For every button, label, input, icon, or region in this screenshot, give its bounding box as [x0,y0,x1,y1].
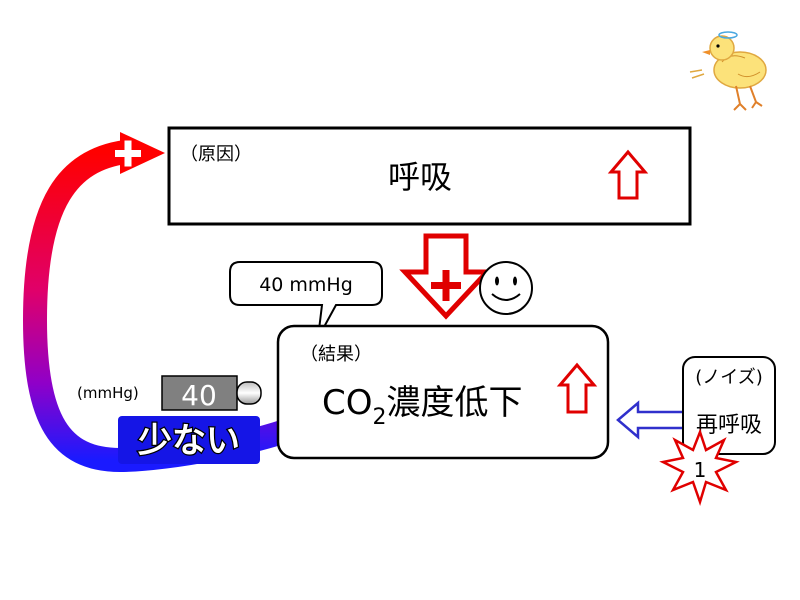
up-arrow-icon [607,149,649,200]
burst-number: 1 [694,458,707,482]
smiley-face-icon [479,261,533,315]
noise-arrow-icon [616,400,690,440]
result-title: CO2濃度低下 [322,383,523,430]
cause-box: （原因） 呼吸 [167,126,692,226]
meter-unit: (mmHg) [77,384,139,402]
down-arrow-icon [399,233,493,320]
noise-tag: (ノイズ) [695,367,763,388]
up-arrow-icon [556,362,598,414]
noise-title: 再呼吸 [696,413,762,438]
low-label-text: 少ない [138,421,240,461]
cause-tag: （原因） [180,144,252,165]
result-title-rest: 濃度低下 [387,383,523,423]
cause-title: 呼吸 [388,158,452,196]
starburst-icon: 1 [659,428,740,507]
result-tag: （結果） [300,344,372,365]
noise-box: (ノイズ) 再呼吸 [682,356,776,455]
meter-gauge: (mmHg) 40 [77,375,262,412]
low-label: 少ない [118,416,260,464]
callout-text: 40 mmHg [259,274,353,296]
callout-bubble: 40 mmHg [229,261,383,339]
result-box: （結果） CO2濃度低下 [276,324,610,460]
result-title-main: CO [322,383,373,423]
meter-value: 40 [181,379,217,412]
chick-illustration [689,31,767,111]
result-title-sub: 2 [373,405,387,430]
plus-icon [115,140,141,167]
